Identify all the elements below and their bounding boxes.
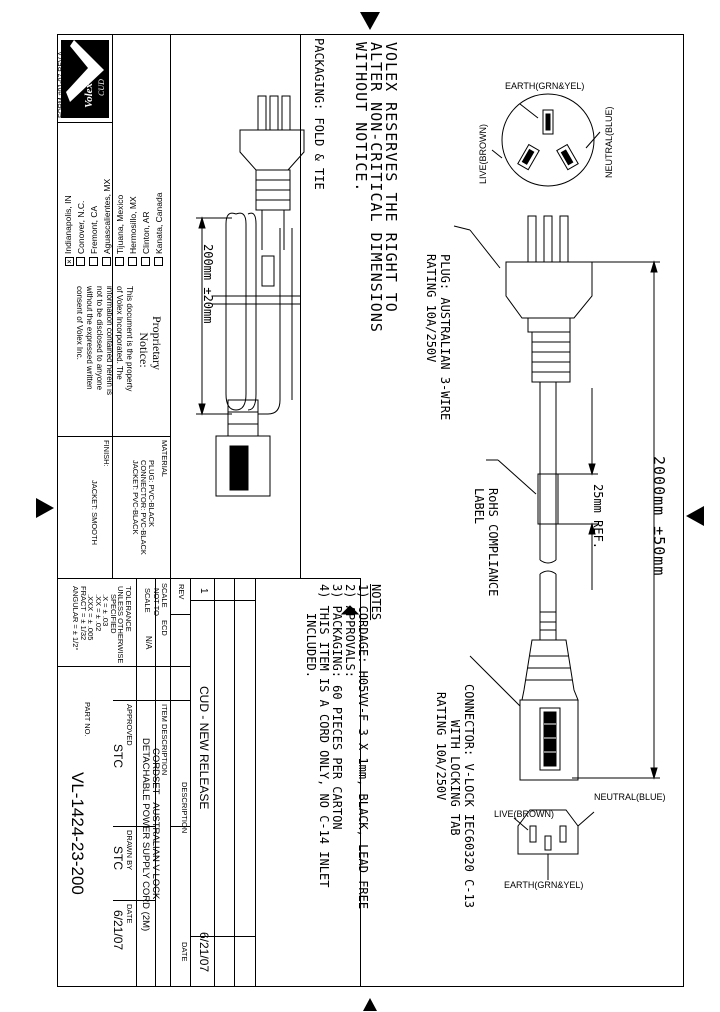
bottom-registration-arrow (363, 998, 377, 1011)
title-block-line (170, 826, 191, 827)
top-registration-arrow (360, 12, 380, 30)
rohs-label-band (486, 459, 559, 525)
folded-cord-view (196, 95, 305, 497)
title-block-line (57, 666, 191, 667)
connector-earth-label: EARTH(GRN&YEL) (504, 880, 584, 890)
approval-mark-icon (340, 605, 360, 615)
title-block-line (113, 900, 155, 901)
title-block-line (214, 578, 215, 987)
title-block-line (300, 34, 301, 579)
title-block-line (170, 614, 191, 615)
sheet-border (57, 34, 684, 987)
connector-face-view (513, 809, 595, 880)
plug-earth-label: EARTH(GRN&YEL) (505, 81, 585, 91)
title-block-line (57, 122, 113, 123)
title-block-line (170, 34, 171, 987)
connector-live-label: LIVE(BROWN) (494, 809, 555, 819)
right-registration-arrow (686, 506, 704, 526)
connector-side-view (469, 611, 579, 781)
title-block-line (190, 578, 191, 987)
title-block-line (360, 578, 361, 987)
title-block-line (113, 826, 155, 827)
dimension-lines (558, 260, 660, 780)
title-block-line (255, 578, 256, 987)
plug-side-view (453, 215, 593, 612)
title-block-line (113, 700, 191, 701)
left-registration-arrow (36, 498, 54, 518)
connector-neutral-label: NEUTRAL(BLUE) (594, 792, 666, 802)
title-block-line (155, 578, 156, 987)
title-block-line (57, 578, 360, 579)
title-block-line (191, 936, 255, 937)
title-block-line (234, 578, 235, 987)
title-block-line (136, 578, 137, 987)
title-block-line (112, 34, 113, 579)
title-block-line (57, 436, 171, 437)
title-block-line (191, 600, 255, 601)
plug-face-view (491, 93, 601, 187)
